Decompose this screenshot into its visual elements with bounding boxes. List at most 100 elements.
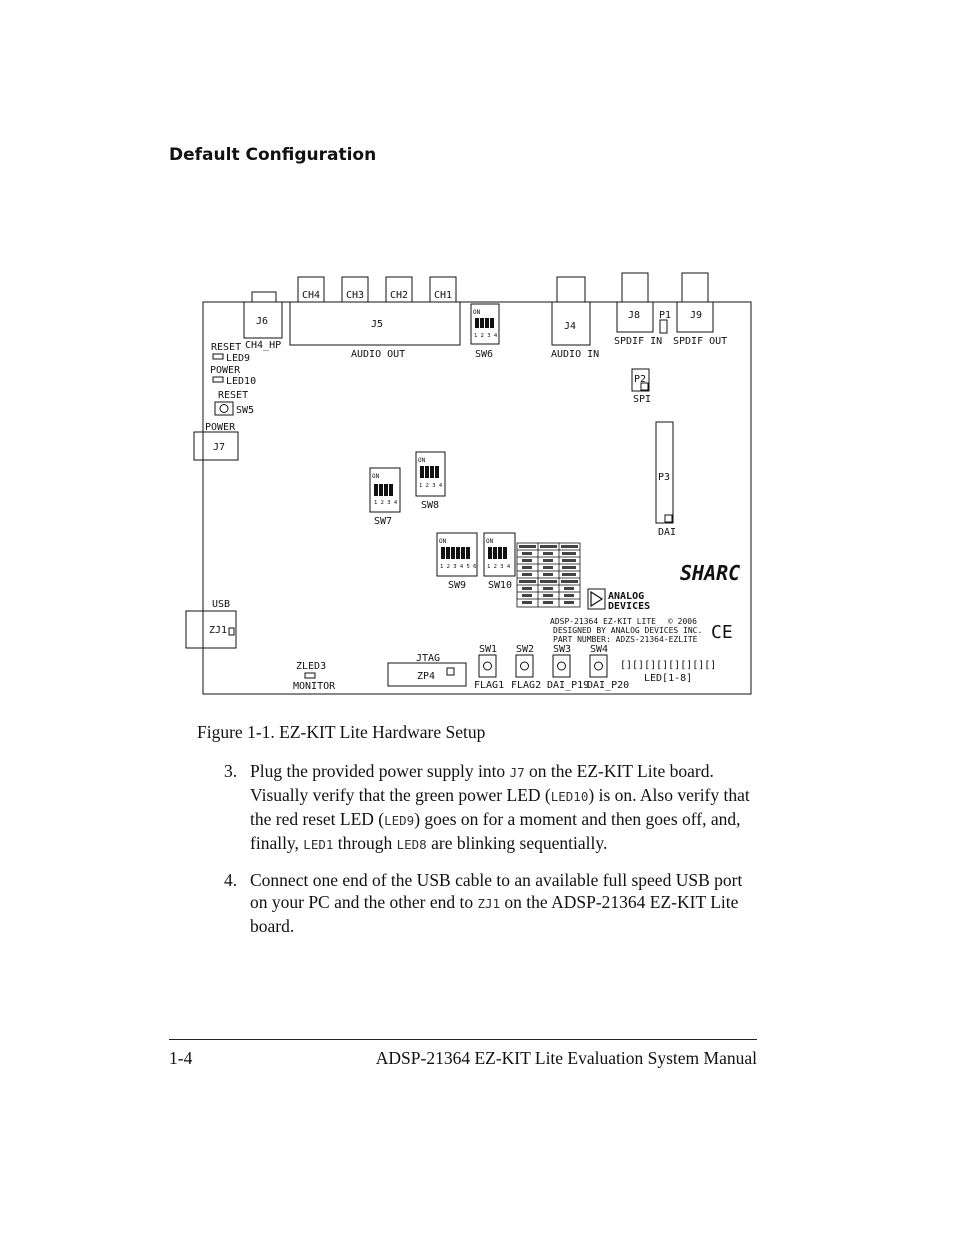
- zj1-connector: [185, 610, 237, 649]
- monitor-label: MONITOR: [293, 681, 336, 692]
- j5-label: J5: [371, 319, 383, 330]
- sw5-button-cap: [219, 404, 229, 413]
- audio-in-label: AUDIO IN: [551, 349, 599, 360]
- zp4-pin: [446, 667, 455, 676]
- analog-label: ANALOG: [608, 591, 644, 602]
- sw1-button: [478, 654, 497, 678]
- designer-label: DESIGNED BY ANALOG DEVICES INC.: [553, 626, 702, 635]
- page-number: 1-4: [169, 1048, 193, 1068]
- dai-p19-label: DAI_P19: [547, 680, 589, 691]
- sw7-label: SW7: [374, 516, 392, 527]
- sw8-switch: [415, 451, 446, 497]
- led10-label: LED10: [226, 376, 256, 387]
- j6-connector: [243, 301, 283, 339]
- sharc-logo: SHARC: [680, 561, 740, 585]
- sw1-button-cap: [483, 661, 492, 671]
- sw6-dips: [475, 318, 494, 328]
- section-heading: Default Configuration: [169, 145, 377, 165]
- power-j7-label: POWER: [205, 422, 236, 433]
- usb-label: USB: [212, 599, 230, 610]
- zled3-label: ZLED3: [296, 661, 326, 672]
- led9-shape: [212, 353, 224, 360]
- sw4-button: [589, 654, 608, 678]
- step-4: 4. Connect one end of the USB cable to a…: [224, 869, 764, 937]
- instruction-list: 3. Plug the provided power supply into J…: [224, 760, 764, 950]
- sw10-on-label: ON: [486, 538, 494, 545]
- j4-connector: [551, 301, 591, 346]
- j8-connector: [616, 301, 654, 333]
- manual-title: ADSP-21364 EZ-KIT Lite Evaluation System…: [375, 1048, 757, 1068]
- flag1-label: FLAG1: [474, 680, 504, 691]
- step-number: 3.: [224, 761, 238, 781]
- sw9-dip-numbers: 1 2 3 4 5 6: [440, 564, 476, 570]
- reset-led9-label: RESET: [211, 342, 241, 353]
- sw2-label: SW2: [516, 644, 534, 655]
- p1-header: [659, 319, 668, 334]
- p3-header: [655, 421, 674, 524]
- config-table-fill: [519, 545, 578, 604]
- connector-ref: J7: [509, 765, 525, 780]
- sw7-on-label: ON: [372, 473, 380, 480]
- analog-devices-logo-box: [587, 588, 606, 610]
- part-number-label: PART NUMBER: ADZS-21364-EZLITE: [553, 635, 698, 644]
- sw9-dips: [441, 547, 470, 559]
- sw6-label: SW6: [475, 349, 493, 360]
- j4-label: J4: [564, 321, 576, 332]
- dai-label: DAI: [658, 527, 676, 538]
- sw2-button-cap: [520, 661, 529, 671]
- spdif-in-label: SPDIF IN: [614, 336, 662, 347]
- sw1-label: SW1: [479, 644, 497, 655]
- j9-label: J9: [690, 310, 702, 321]
- j7-connector: [202, 431, 239, 461]
- p1-label: P1: [659, 310, 671, 321]
- led-ref: LED9: [384, 813, 415, 828]
- j9-top: [681, 272, 709, 303]
- jtag-label: JTAG: [416, 653, 440, 664]
- sw9-label: SW9: [448, 580, 466, 591]
- j9-connector: [676, 301, 714, 333]
- led10-shape: [212, 376, 224, 383]
- sw8-on-label: ON: [418, 457, 426, 464]
- spi-label: SPI: [633, 394, 651, 405]
- led-row: [][][][][][][][]: [620, 660, 716, 671]
- audio-out-label: AUDIO OUT: [351, 349, 405, 360]
- led-ref: LED10: [550, 789, 589, 804]
- sw10-dip-numbers: 1 2 3 4: [487, 564, 511, 570]
- p3-pin: [664, 514, 673, 523]
- connector-ref: ZJ1: [477, 896, 501, 911]
- flag2-label: FLAG2: [511, 680, 541, 691]
- p2-header: [631, 368, 650, 392]
- sw10-label: SW10: [488, 580, 512, 591]
- sw2-button: [515, 654, 534, 678]
- j5-connector: [289, 301, 461, 346]
- sw3-button: [552, 654, 571, 678]
- sw4-label: SW4: [590, 644, 608, 655]
- sw10-switch: [483, 532, 516, 577]
- led-ref: LED8: [396, 837, 427, 852]
- step-text: Connect one end of the USB cable to an a…: [250, 870, 743, 936]
- zled3-shape: [304, 672, 316, 679]
- p3-label: P3: [658, 472, 670, 483]
- sw10-dips: [488, 547, 507, 559]
- j6-tab: [251, 291, 277, 303]
- p2-pin: [640, 382, 649, 391]
- sw7-switch: [369, 467, 401, 513]
- sw6-dip-numbers: 1 2 3 4: [474, 333, 498, 339]
- sw8-dips: [420, 466, 439, 478]
- j8-label: J8: [628, 310, 640, 321]
- zj1-label: ZJ1: [209, 625, 227, 636]
- zj1-pin: [228, 627, 235, 636]
- devices-label: DEVICES: [608, 601, 650, 612]
- ce-mark: CE: [711, 622, 733, 643]
- sw5-label: SW5: [236, 405, 254, 416]
- j7-label: J7: [213, 442, 225, 453]
- reset-sw5-label: RESET: [218, 390, 248, 401]
- sw8-label: SW8: [421, 500, 439, 511]
- sw3-label: SW3: [553, 644, 571, 655]
- ch1-label: CH1: [434, 290, 452, 301]
- dai-p20-label: DAI_P20: [587, 680, 629, 691]
- ch2-label: CH2: [390, 290, 408, 301]
- sw7-dips: [374, 484, 393, 496]
- analog-devices-logo-triangle: [590, 590, 604, 608]
